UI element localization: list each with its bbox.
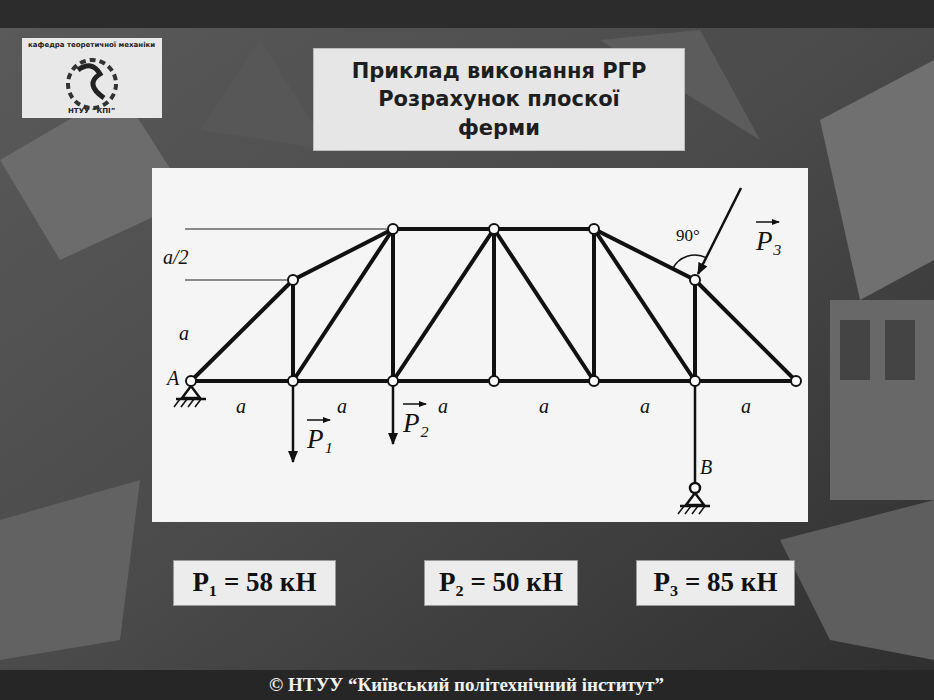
background-part — [885, 320, 915, 380]
supports-part — [692, 506, 698, 514]
logo-part — [22, 38, 162, 118]
dimension-label: a — [741, 395, 751, 417]
angle-label: 90° — [676, 227, 700, 246]
truss-joints-part — [388, 224, 398, 234]
value-box: P₁ = 58 кН — [173, 560, 336, 606]
force-label: P₃ — [756, 227, 782, 257]
force-label: P₂ — [403, 409, 429, 439]
truss-joints — [186, 224, 801, 386]
supports-part — [694, 381, 697, 483]
slide-title: Приклад виконання РГР Розрахунок плоскої… — [334, 57, 664, 142]
load-arrows-part — [403, 403, 426, 405]
background-part — [840, 320, 870, 380]
truss-joints-part — [288, 275, 298, 285]
truss-members-part — [291, 280, 295, 381]
truss-members-part — [293, 229, 393, 381]
supports-part — [195, 399, 201, 407]
logo-text: кафедра теоретичної механіки — [28, 42, 155, 50]
truss-members-part — [391, 229, 395, 381]
background-part — [830, 300, 934, 500]
dimension-lines — [185, 229, 387, 280]
truss-joints-part — [589, 376, 599, 386]
supports-part — [699, 506, 705, 514]
dimension-label: a — [640, 395, 650, 417]
background-part — [0, 0, 934, 28]
value-text: P₂ = 50 кН — [439, 568, 563, 598]
support-label: A — [167, 367, 179, 389]
truss-members-part — [592, 229, 596, 381]
truss-members-part — [693, 280, 697, 381]
truss-joints-part — [288, 376, 298, 386]
truss-joints-part — [489, 224, 499, 234]
footer-caption: © НТУУ “Київський політехнічний інститут… — [269, 675, 664, 696]
dimension-label: a — [337, 395, 347, 417]
value-text: P₃ = 85 кН — [654, 568, 778, 598]
truss-joints-part — [388, 376, 398, 386]
title-box: Приклад виконання РГР Розрахунок плоскої… — [313, 48, 685, 151]
dimension-label: a — [236, 395, 246, 417]
truss-members-part — [393, 229, 494, 381]
truss-joints-part — [690, 275, 700, 285]
background-part — [0, 670, 934, 700]
supports-part — [176, 398, 206, 401]
load-arrows-part — [307, 419, 330, 421]
supports — [174, 381, 710, 514]
truss-members-part — [594, 229, 695, 381]
truss-members-part — [191, 229, 796, 381]
supports-part — [686, 493, 704, 505]
dimension-label: a/2 — [163, 246, 189, 268]
logo-part — [68, 60, 116, 108]
truss-joints-part — [791, 376, 801, 386]
force-label: P₁ — [307, 425, 333, 455]
truss-joints-part — [690, 376, 700, 386]
load-arrows-part — [698, 188, 741, 274]
truss-members — [191, 229, 796, 381]
supports-part — [690, 483, 700, 493]
load-arrows-part — [292, 386, 295, 462]
load-arrows-part — [392, 386, 395, 444]
logo — [22, 38, 162, 118]
logo-part — [78, 66, 104, 98]
truss-joints-part — [186, 376, 196, 386]
dimension-lines-part — [185, 279, 287, 280]
support-label: B — [700, 456, 712, 478]
dimension-label: a — [539, 395, 549, 417]
dimension-label: a — [179, 322, 189, 344]
supports-part — [181, 399, 187, 407]
background-part — [820, 60, 934, 300]
truss-joints-part — [589, 224, 599, 234]
dimension-lines-part — [185, 228, 387, 229]
dimension-label: a — [438, 395, 448, 417]
truss-members-part — [492, 229, 496, 381]
value-text: P₁ = 58 кН — [193, 568, 317, 598]
load-arrows-part — [673, 255, 707, 269]
supports-part — [188, 399, 194, 407]
load-arrows-part — [756, 221, 779, 223]
drawing-panel — [152, 168, 808, 522]
background-part — [200, 40, 330, 150]
supports-part — [685, 506, 691, 514]
background-part — [780, 500, 934, 660]
supports-part — [680, 505, 710, 508]
supports-part — [174, 399, 180, 407]
supports-part — [678, 506, 684, 514]
logo-text: НТУУ “КПІ” — [68, 108, 115, 116]
supports-part — [182, 386, 200, 398]
truss-members-part — [494, 229, 594, 381]
background-part — [0, 480, 140, 660]
value-box: P₂ = 50 кН — [424, 560, 578, 606]
truss-joints-part — [489, 376, 499, 386]
load-arrows — [293, 188, 779, 462]
value-box: P₃ = 85 кН — [636, 560, 795, 606]
